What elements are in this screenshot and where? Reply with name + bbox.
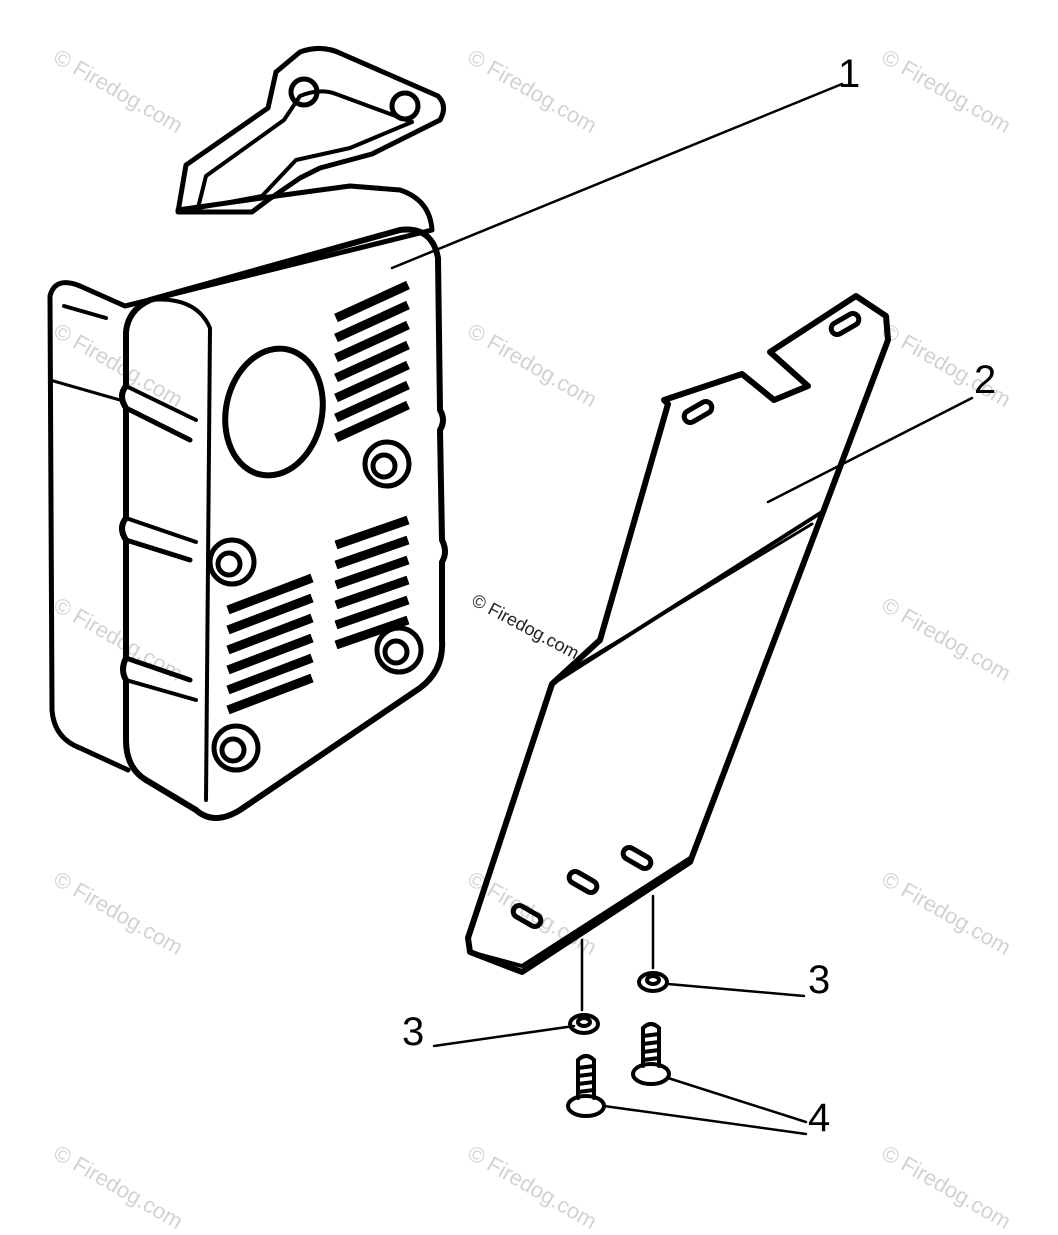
muffler-edge-1: [62, 304, 108, 320]
callout-2: 2: [974, 358, 997, 402]
muffler-inlet: [222, 345, 326, 479]
screw-left: [566, 1054, 606, 1118]
leader-4-a: [666, 1076, 808, 1124]
washer-right: [637, 971, 669, 993]
bracket-fold-edge: [558, 522, 814, 678]
flange-hole-right: [389, 90, 421, 122]
vent-grille-right: [334, 515, 410, 650]
muffler-edge-2: [48, 378, 122, 402]
muffler-band-2: [124, 384, 198, 702]
bracket-part: [465, 293, 891, 975]
vent-grille-upper: [334, 280, 410, 443]
leader-3-right: [666, 982, 806, 998]
leader-1: [390, 82, 844, 270]
leader-lines: [390, 82, 974, 1136]
callout-4: 4: [808, 1096, 831, 1140]
muffler-flange: [175, 46, 446, 215]
vent-grille-left: [226, 573, 314, 715]
callout-3-right: 3: [808, 958, 831, 1002]
muffler-flange-inner: [196, 89, 414, 210]
muffler-ridge-1: [123, 405, 193, 683]
muffler-side-bands: [148, 297, 212, 802]
leader-2: [766, 396, 974, 504]
leader-3-left: [432, 1024, 576, 1048]
muffler-part: [47, 46, 448, 821]
muffler-back-shell: [47, 183, 435, 773]
bracket-bottom-edge: [468, 856, 692, 968]
callout-3-left: 3: [402, 1010, 425, 1054]
parts-diagram: [47, 46, 974, 1136]
screw-right: [631, 1022, 671, 1086]
bracket-slots: [510, 311, 862, 929]
muffler-bosses: [207, 439, 424, 773]
callout-1: 1: [838, 52, 861, 96]
muffler-front-face: [119, 226, 448, 821]
leader-4-b: [602, 1104, 808, 1136]
flange-hole-left: [288, 76, 320, 108]
washer-left: [568, 1013, 600, 1035]
